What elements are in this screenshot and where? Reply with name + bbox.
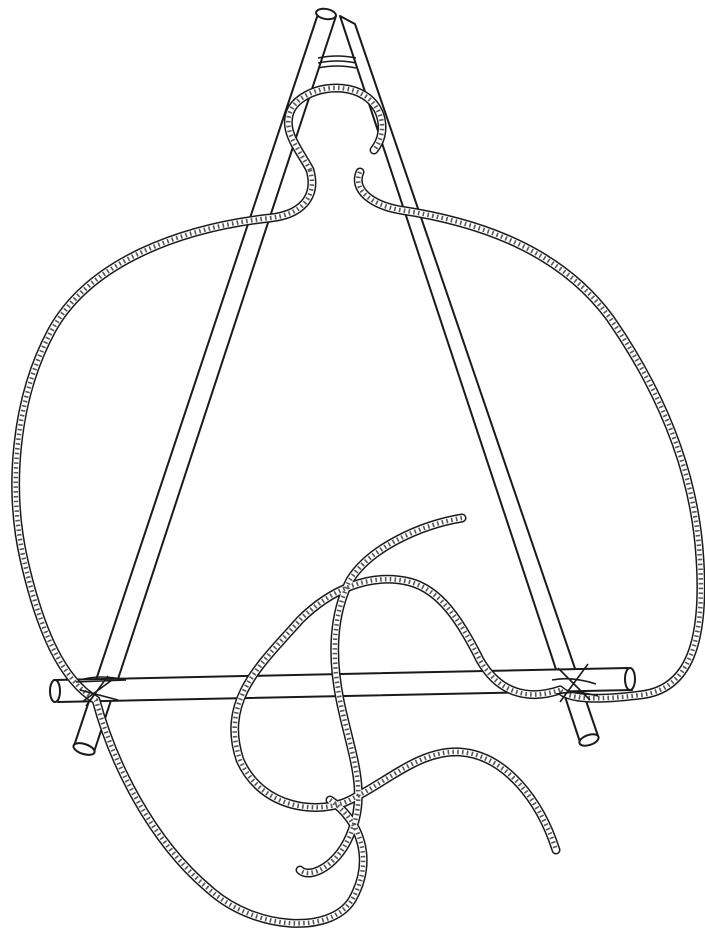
rope-segment bbox=[235, 579, 560, 850]
rope-segment bbox=[358, 172, 701, 698]
rope-segment bbox=[235, 579, 560, 850]
rope-segment bbox=[235, 579, 560, 850]
left-pole bbox=[72, 7, 337, 757]
rope bbox=[16, 88, 701, 923]
top-lashing bbox=[318, 56, 356, 68]
